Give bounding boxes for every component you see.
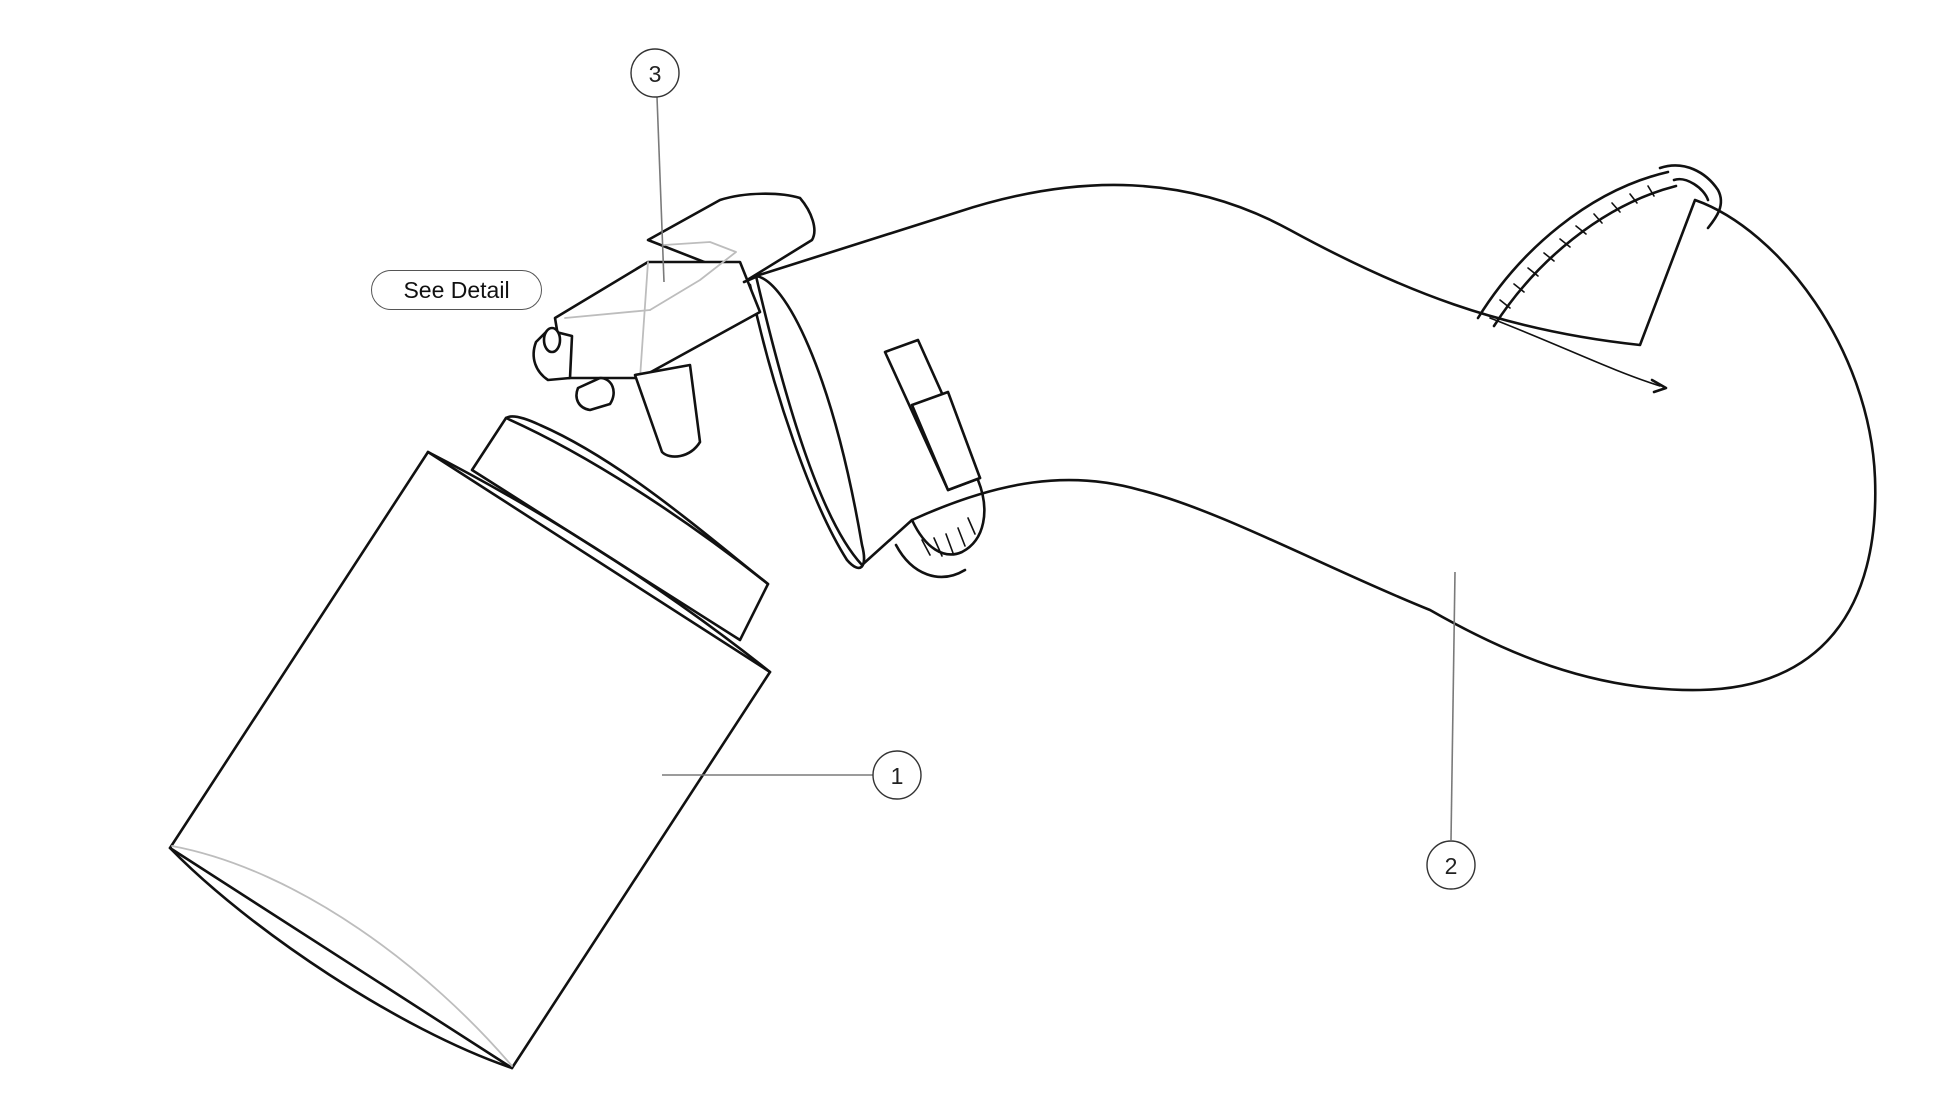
- intake-hose-body: [754, 183, 1877, 692]
- intake-hose: [748, 183, 1877, 692]
- sensor-adapter: [532, 192, 816, 458]
- adapter-upper-body: [646, 192, 816, 284]
- hose-opening-rim: [748, 274, 866, 570]
- hose-clamp-right: [1476, 164, 1723, 328]
- clamp-teeth-right: [1499, 185, 1655, 309]
- adapter-nozzle: [633, 363, 702, 458]
- adapter-main-block: [553, 260, 762, 380]
- filter-bottom-hidden-edge: [171, 845, 513, 1067]
- callout-2-number: 2: [1445, 853, 1458, 879]
- hose-clamp-left: [883, 338, 986, 579]
- filter-bottom-rim: [168, 846, 514, 1070]
- callout-3: 3: [630, 48, 680, 98]
- see-detail-button[interactable]: See Detail: [371, 270, 542, 310]
- callout-1-number: 1: [891, 763, 904, 789]
- adapter-bolt: [575, 376, 615, 412]
- clamp-teeth-left: [921, 517, 976, 557]
- leader-lines: [656, 96, 1456, 841]
- callout-3-number: 3: [649, 61, 662, 87]
- hose-tip-mark: [1650, 378, 1668, 394]
- leader-line-3: [656, 96, 665, 283]
- callout-2: 2: [1426, 840, 1476, 890]
- callout-1: 1: [872, 750, 922, 800]
- air-filter: [168, 415, 772, 1070]
- leader-line-2: [1450, 571, 1456, 841]
- hose-inner-contour: [1489, 317, 1661, 387]
